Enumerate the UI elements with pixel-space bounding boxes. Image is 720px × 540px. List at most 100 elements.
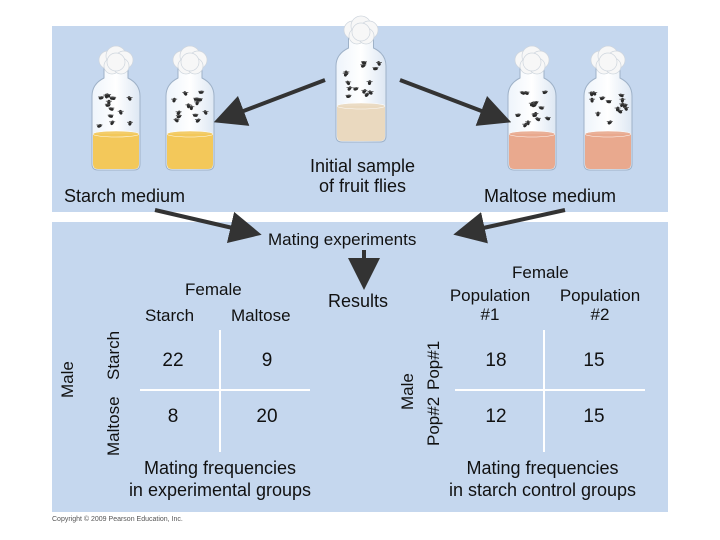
fruit-fly-icon (367, 90, 374, 95)
right-row-header-pop2: Pop#2 (424, 396, 443, 446)
fruit-fly-icon (366, 80, 373, 86)
right-col-header-pop2: Population #2 (559, 286, 641, 324)
fruit-fly-icon (591, 91, 598, 96)
left-cell-maltose-starch: 8 (167, 406, 179, 427)
fruit-fly-icon (173, 118, 180, 123)
fruit-fly-icon (126, 96, 133, 101)
fruit-fly-icon (360, 61, 367, 65)
right-caption: Mating frequencies in starch control gro… (448, 458, 637, 500)
left-col-header-starch: Starch (145, 306, 195, 325)
fruit-fly-icon (594, 111, 601, 117)
fruit-fly-icon (107, 114, 114, 118)
maltose-medium-label: Maltose medium (484, 186, 617, 206)
fruit-fly-icon (98, 96, 105, 100)
fruit-fly-icon (198, 90, 205, 94)
starch-medium-label: Starch medium (64, 186, 186, 206)
arrow-mating-left-icon (154, 208, 262, 244)
fruit-fly-icon (194, 100, 201, 106)
left-row-header-maltose: Maltose (104, 396, 123, 456)
fruit-fly-icon (193, 97, 200, 101)
fruit-fly-icon (614, 106, 621, 112)
fruit-fly-icon (202, 110, 209, 115)
right-col-header-pop1: Population #1 (449, 286, 531, 324)
right-male-header: Male (398, 373, 417, 410)
starch-vial-1-icon (91, 45, 141, 171)
fruit-fly-icon (619, 97, 626, 103)
initial-vial-icon (335, 15, 387, 143)
fruit-fly-icon (182, 91, 189, 96)
fruit-fly-icon (372, 67, 379, 71)
fruit-fly-icon (375, 61, 382, 66)
fruit-fly-icon (544, 116, 551, 121)
fruit-fly-icon (127, 120, 134, 126)
fruit-fly-icon (117, 109, 124, 115)
fruit-fly-icon (538, 106, 545, 110)
fruit-fly-icon (109, 120, 116, 126)
left-cell-maltose-maltose: 20 (256, 406, 278, 427)
left-cell-starch-starch: 22 (162, 350, 184, 371)
left-grid-horizontal (140, 389, 310, 391)
fruit-fly-icon (171, 97, 178, 103)
fruit-fly-icon (514, 113, 521, 117)
mating-experiments-label: Mating experiments (268, 230, 417, 249)
results-label: Results (328, 291, 389, 311)
maltose-vial-1-icon (507, 45, 557, 171)
fruit-fly-icon (531, 113, 538, 117)
arrow-mating-right-icon (453, 208, 566, 244)
fruit-fly-icon (96, 124, 103, 128)
fruit-fly-icon (528, 101, 535, 107)
fruit-fly-icon (534, 117, 541, 122)
right-cell-pop2-pop2: 15 (583, 406, 605, 427)
left-male-header: Male (58, 361, 77, 398)
fruit-fly-icon (589, 97, 596, 103)
fruit-fly-icon (522, 122, 529, 128)
fruit-fly-icon (194, 118, 201, 123)
fruit-fly-icon (619, 102, 626, 108)
fruit-fly-icon (361, 89, 368, 94)
fruit-fly-icon (175, 110, 182, 115)
fruit-fly-icon (105, 99, 112, 105)
fruit-fly-icon (519, 91, 526, 95)
fruit-fly-icon (363, 92, 370, 97)
fruit-fly-icon (606, 120, 613, 125)
fruit-fly-icon (105, 93, 112, 98)
fruit-fly-icon (541, 90, 548, 95)
right-row-header-pop1: Pop#1 (424, 340, 443, 390)
fruit-fly-icon (110, 96, 117, 100)
left-caption: Mating frequencies in experimental group… (128, 458, 312, 500)
copyright-text: Copyright © 2009 Pearson Education, Inc. (52, 516, 183, 523)
starch-vial-2-icon (165, 45, 215, 171)
fruit-fly-icon (175, 114, 182, 119)
fruit-fly-icon (192, 113, 199, 117)
left-col-header-maltose: Maltose (231, 306, 291, 325)
fruit-fly-icon (352, 87, 359, 91)
right-female-header: Female (512, 263, 569, 282)
arrow-to-starch-icon (213, 78, 326, 126)
fruit-fly-icon (599, 96, 606, 101)
fruit-fly-icon (104, 103, 111, 107)
right-cell-pop2-pop1: 12 (485, 406, 507, 427)
fruit-fly-icon (108, 107, 115, 111)
fruit-fly-icon (360, 63, 367, 68)
fruit-fly-icon (346, 86, 353, 91)
fruit-fly-icon (605, 99, 612, 104)
left-grid-vertical (219, 330, 221, 452)
left-cell-starch-maltose: 9 (261, 350, 273, 371)
right-grid-horizontal (455, 389, 645, 391)
left-female-header: Female (185, 280, 242, 299)
right-grid-vertical (543, 330, 545, 452)
left-row-header-starch: Starch (104, 330, 123, 380)
initial-sample-label: Initial sample of fruit flies (309, 156, 416, 196)
fruit-fly-icon (345, 80, 352, 86)
fruit-fly-icon (618, 93, 625, 98)
fruit-fly-icon (342, 71, 349, 77)
arrow-to-maltose-icon (399, 78, 512, 126)
right-cell-pop1-pop1: 18 (485, 350, 507, 371)
fruit-fly-icon (622, 106, 629, 111)
fruit-fly-icon (532, 101, 539, 105)
right-cell-pop1-pop2: 15 (583, 350, 605, 371)
fruit-fly-icon (185, 103, 192, 109)
maltose-vial-2-icon (583, 45, 633, 171)
fruit-fly-icon (345, 94, 352, 98)
